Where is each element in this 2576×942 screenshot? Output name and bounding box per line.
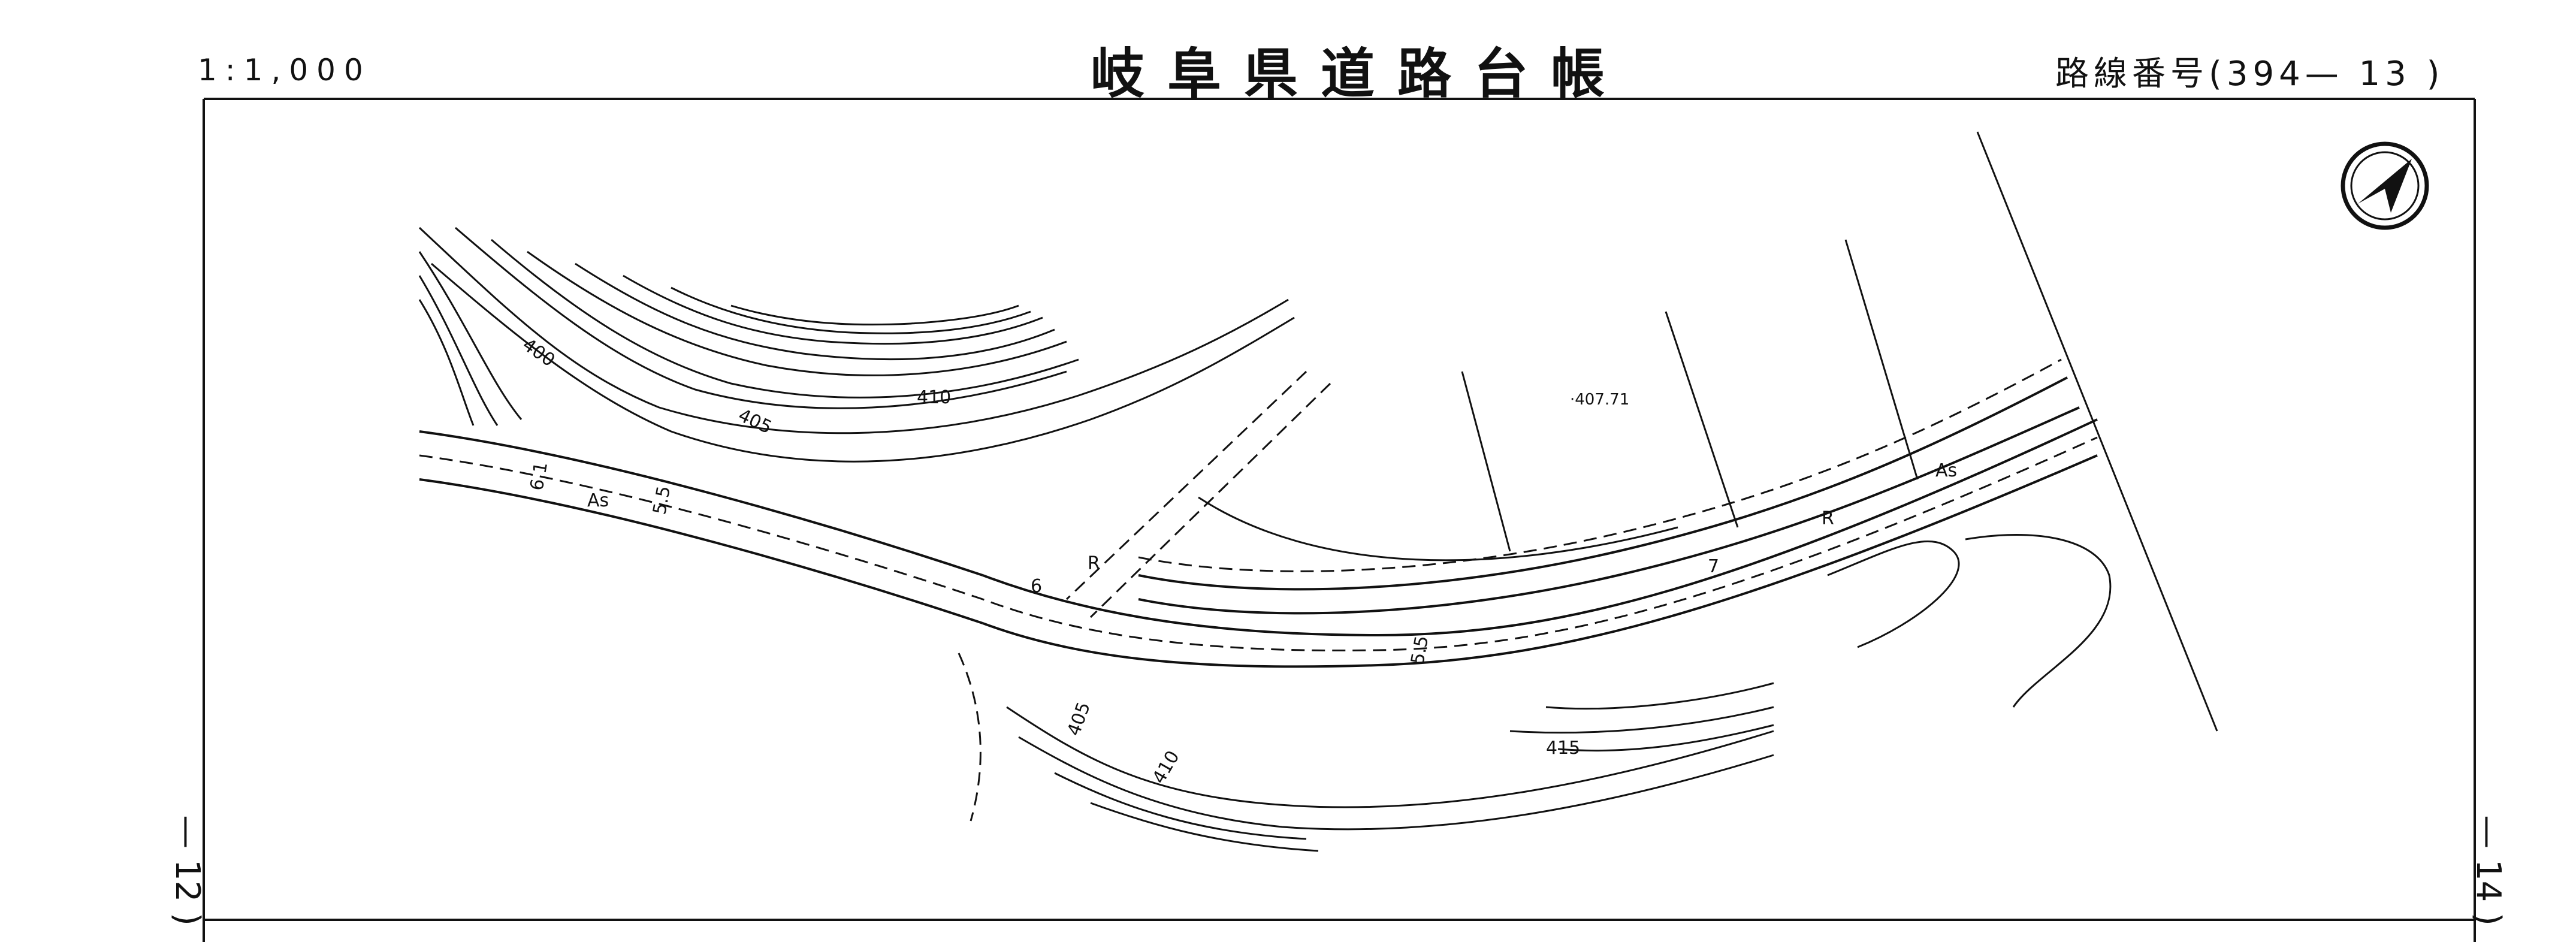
elevation-label: 410 <box>1149 747 1184 787</box>
north-arrow-icon <box>2341 141 2429 230</box>
road-width-label: 5.5 <box>1407 634 1433 666</box>
pavement-label: As <box>1935 460 1957 481</box>
elevation-label: 405 <box>1064 699 1095 739</box>
marker-label: R <box>1822 508 1834 529</box>
elevation-label: 405 <box>735 405 775 439</box>
scale-label: 1:1,000 <box>198 53 372 87</box>
road-width-label: 6 <box>1031 576 1042 597</box>
route-number: 路線番号(394— 13 ) <box>2055 55 2445 93</box>
marker-label: R <box>1088 553 1100 574</box>
map-title: 岐阜県道路台帳 <box>1091 43 1627 105</box>
road-edges <box>419 376 2098 668</box>
road-width-label: 7 <box>1708 556 1719 577</box>
spot-height-label: ·407.71 <box>1570 391 1629 409</box>
road-width-label: 5.5 <box>649 484 675 516</box>
contour-lines-lower <box>1006 682 1774 852</box>
elevation-label: 415 <box>1546 738 1580 759</box>
property-lines <box>1198 131 2218 732</box>
road-width-label: 6.1 <box>526 460 552 492</box>
dashed-boundaries <box>419 358 2098 822</box>
elevation-label: 410 <box>917 387 951 408</box>
contour-lines-upper <box>418 227 1295 463</box>
map-annotations: 400 405 410 405 410 415 ·407.71 As As 6.… <box>518 334 1957 787</box>
pavement-label: As <box>587 490 609 511</box>
map-frame <box>203 98 2476 942</box>
